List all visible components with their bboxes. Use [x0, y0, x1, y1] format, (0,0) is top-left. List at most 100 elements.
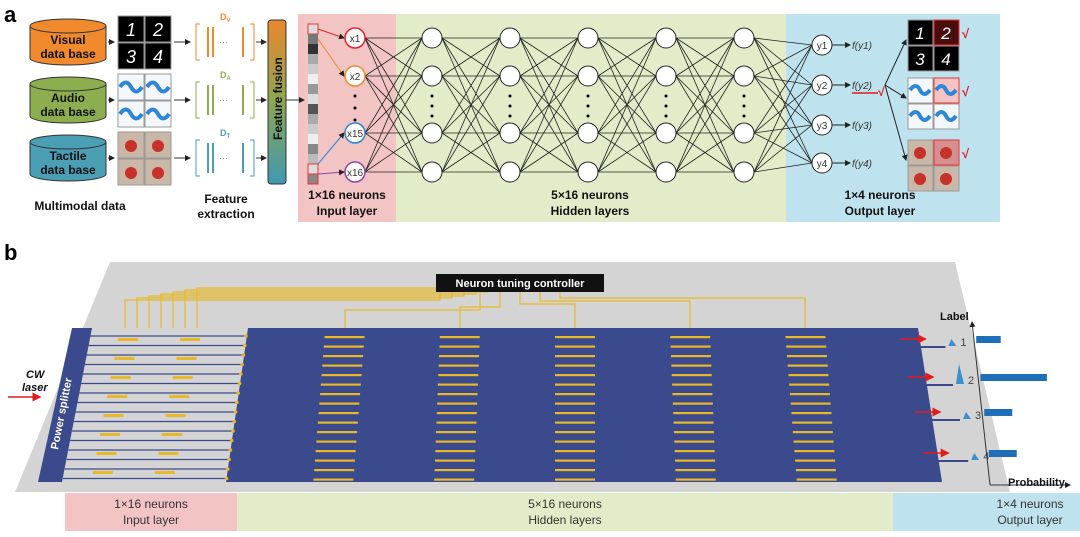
control-line — [136, 292, 453, 328]
input-pixel — [308, 64, 318, 74]
tunable-neuron — [673, 431, 714, 434]
feature-fusion-label: Feature fusion — [271, 57, 285, 140]
input-neuron — [344, 161, 366, 183]
graph-label: 3 — [975, 410, 981, 422]
waveform-icon — [908, 84, 932, 96]
tunable-neuron — [792, 431, 833, 434]
coupler — [227, 457, 231, 462]
tunable-neuron — [437, 383, 478, 386]
ellipsis: ··· — [219, 153, 228, 163]
database-top — [29, 18, 107, 34]
tunable-neuron — [555, 478, 595, 481]
waveform-icon — [934, 110, 958, 122]
sample-tile — [144, 15, 172, 43]
hidden-neuron — [733, 65, 755, 87]
b-input-layer-count: 1×16 neurons — [114, 497, 188, 511]
tunable-neuron — [437, 402, 478, 405]
hidden-neuron — [655, 122, 677, 144]
tunable-neuron — [320, 383, 361, 386]
feature-label-main: D — [220, 128, 227, 138]
connection — [753, 75, 813, 86]
database-label-1: Audio — [51, 91, 85, 105]
output-neuron-label: y2 — [817, 81, 828, 92]
tunable-neuron — [555, 345, 595, 348]
hidden-neuron — [499, 122, 521, 144]
bracket — [195, 139, 255, 177]
coupler — [231, 429, 235, 433]
input-pixel — [308, 124, 318, 134]
tunable-neuron — [674, 450, 715, 453]
coupler — [240, 362, 244, 367]
ellipsis: ··· — [219, 95, 228, 105]
graph-x-axis-label: Probability — [1008, 477, 1066, 489]
b-input-layer-title: Input layer — [123, 513, 179, 527]
sample-tile — [117, 42, 145, 70]
input-pixel — [307, 173, 319, 185]
tunable-neuron — [792, 421, 833, 424]
database-top — [29, 76, 107, 92]
phase-shifter — [107, 395, 128, 398]
feature-label-sub: T — [227, 134, 231, 140]
connection — [753, 44, 813, 173]
graph-label: 2 — [968, 375, 974, 387]
tunable-neuron — [796, 478, 837, 481]
sample-tile — [117, 15, 145, 43]
connection — [364, 132, 423, 173]
hidden-chip-area — [226, 328, 942, 482]
tunable-neuron — [320, 393, 361, 396]
tunable-neuron — [436, 421, 477, 424]
phase-shifter — [172, 376, 193, 379]
tunable-neuron — [788, 374, 829, 377]
tunable-neuron — [786, 355, 827, 358]
input-pixel — [308, 134, 318, 144]
phase-shifter — [158, 452, 179, 455]
hidden-neuron — [733, 161, 755, 183]
feature-label: DV — [220, 12, 231, 24]
tunable-neuron — [555, 364, 595, 367]
activation-label: f(y1) — [852, 41, 872, 52]
connection — [597, 75, 657, 173]
tunable-neuron — [313, 478, 354, 481]
probability-bar — [980, 374, 1047, 381]
tunable-neuron — [672, 393, 713, 396]
tunable-neuron — [793, 440, 834, 443]
input-neuron — [344, 27, 366, 49]
connection — [519, 37, 579, 77]
input-neuron — [344, 65, 366, 87]
digit: 2 — [940, 24, 951, 43]
digit: 3 — [126, 47, 136, 67]
tunable-neuron — [436, 412, 477, 415]
waveform-icon — [145, 80, 171, 94]
tunable-neuron — [670, 355, 711, 358]
input-pixel — [308, 54, 318, 64]
tunable-neuron — [434, 469, 475, 472]
control-line — [160, 292, 477, 328]
tunable-neuron — [439, 345, 480, 348]
connection — [753, 75, 813, 164]
feature-label-sub: A — [227, 76, 232, 82]
tunable-neuron — [671, 374, 712, 377]
waveform-icon — [934, 84, 958, 96]
result-tile — [907, 139, 934, 166]
tunable-neuron — [555, 336, 595, 339]
input-pixel — [308, 34, 318, 44]
intensity-peak — [956, 364, 964, 384]
hidden-neuron — [421, 27, 443, 49]
tunable-neuron — [317, 421, 358, 424]
input-layer-title: Input layer — [317, 204, 378, 218]
tunable-neuron — [555, 355, 595, 358]
input-pixel — [308, 154, 318, 164]
graph-label: 1 — [960, 337, 966, 349]
connection — [441, 75, 501, 173]
input-neuron — [344, 122, 366, 144]
dot — [353, 94, 357, 98]
input-connection — [317, 169, 345, 176]
arrow — [884, 84, 907, 99]
hidden-neuron — [577, 27, 599, 49]
bracket — [195, 81, 255, 119]
digit: 2 — [152, 20, 163, 40]
tunable-neuron — [789, 383, 830, 386]
